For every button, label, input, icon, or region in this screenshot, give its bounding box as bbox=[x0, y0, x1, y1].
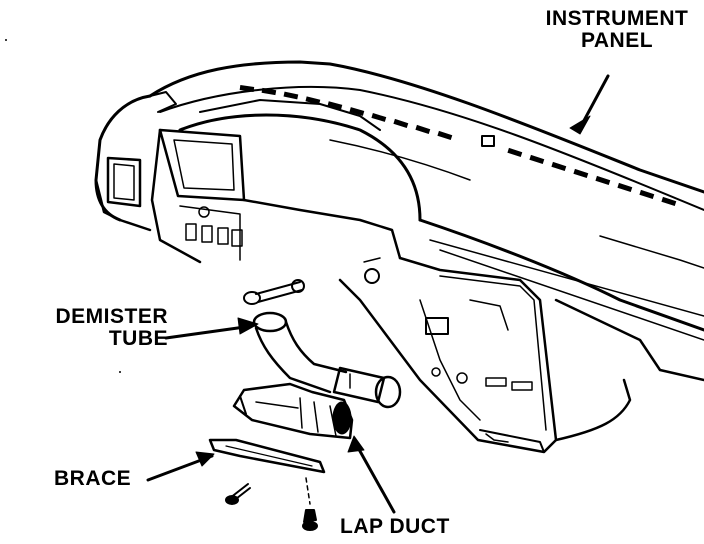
instrument-panel-label: INSTRUMENT PANEL bbox=[534, 8, 700, 52]
right-lower-panel bbox=[554, 298, 704, 442]
demister-tube-arrow bbox=[164, 324, 254, 340]
glovebox-housing bbox=[338, 256, 558, 454]
mounting-bolt bbox=[243, 257, 381, 305]
defroster-vent-slots bbox=[239, 85, 677, 207]
demister-tube-label-line2: TUBE bbox=[108, 327, 168, 350]
lap-duct-label: LAP DUCT bbox=[340, 515, 450, 538]
lap-duct-part bbox=[232, 382, 354, 440]
demister-tube-part bbox=[252, 311, 402, 409]
leader-arrows bbox=[146, 74, 610, 514]
demister-tube-label-line1: DEMISTER bbox=[55, 305, 168, 328]
screw bbox=[225, 477, 318, 531]
instrument-panel-label-line1: INSTRUMENT bbox=[545, 7, 689, 30]
demister-tube-label: DEMISTER TUBE bbox=[36, 306, 168, 350]
left-side-vent bbox=[94, 91, 177, 232]
brace-label: BRACE bbox=[54, 467, 132, 490]
lap-duct-arrow bbox=[354, 442, 396, 514]
sensor-square bbox=[481, 135, 495, 147]
brace-part bbox=[208, 438, 326, 474]
instrument-panel-label-line2: PANEL bbox=[580, 29, 654, 52]
cluster-opening bbox=[150, 128, 402, 264]
instrument-panel-body bbox=[94, 60, 704, 341]
